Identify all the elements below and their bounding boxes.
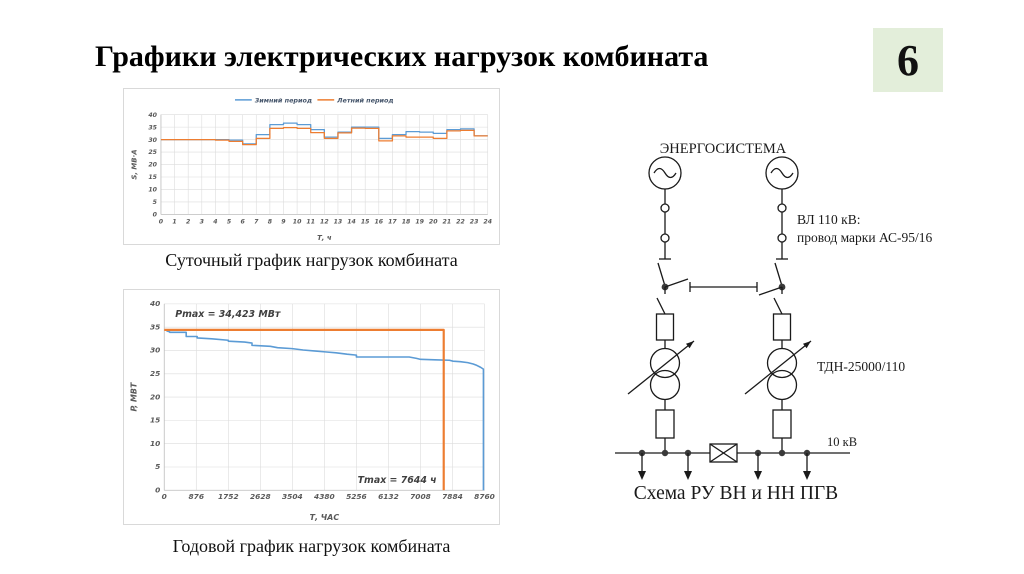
svg-text:Летний период: Летний период	[336, 96, 393, 104]
line-spec-label: провод марки АС-95/16	[797, 230, 933, 245]
svg-text:5: 5	[227, 218, 231, 225]
svg-text:13: 13	[334, 218, 343, 225]
svg-text:12: 12	[320, 218, 329, 225]
svg-text:0: 0	[155, 485, 160, 494]
ac-source-icon	[765, 156, 799, 190]
svg-text:Pmax = 34,423 МВт: Pmax = 34,423 МВт	[175, 309, 281, 320]
page-number-badge: 6	[873, 28, 943, 92]
svg-text:18: 18	[402, 218, 411, 225]
svg-text:40: 40	[148, 112, 157, 119]
svg-text:2: 2	[186, 218, 190, 225]
annual-chart-panel: 0 876 1752 2628 3504 4380 5256 6132 7008 7884 8760…	[123, 289, 500, 525]
svg-text:5: 5	[155, 462, 160, 471]
svg-text:6: 6	[240, 218, 245, 225]
ac-source-icon	[648, 156, 682, 190]
substation-scheme-diagram: ЭНЕРГОСИСТЕМА ВЛ 110 кВ: провод марки АС…	[615, 141, 933, 504]
slide-title: Графики электрических нагрузок комбината	[95, 40, 709, 73]
svg-text:876: 876	[189, 492, 205, 501]
svg-text:14: 14	[347, 218, 356, 225]
svg-text:35: 35	[150, 322, 160, 331]
svg-text:Т, ч: Т, ч	[317, 234, 332, 242]
left-branch	[627, 189, 695, 453]
svg-text:23: 23	[470, 218, 479, 225]
tie-disconnector	[664, 278, 783, 296]
right-branch	[744, 189, 812, 453]
feeder-arrow-icon	[638, 453, 811, 480]
svg-text:8: 8	[268, 218, 273, 225]
bus-voltage-label: 10 кВ	[827, 435, 857, 449]
svg-text:35: 35	[148, 124, 157, 131]
svg-text:19: 19	[415, 218, 424, 225]
svg-text:10: 10	[293, 218, 302, 225]
svg-text:2628: 2628	[250, 492, 271, 501]
energy-system-label: ЭНЕРГОСИСТЕМА	[660, 141, 787, 157]
svg-text:P, МВТ: P, МВТ	[129, 382, 138, 411]
svg-text:25: 25	[148, 149, 157, 156]
svg-text:Т, ЧАС: Т, ЧАС	[310, 513, 340, 522]
svg-text:22: 22	[456, 218, 465, 225]
svg-text:0: 0	[159, 218, 164, 225]
svg-text:Tmax = 7644 ч: Tmax = 7644 ч	[358, 475, 437, 486]
svg-text:1752: 1752	[218, 492, 239, 501]
svg-text:25: 25	[150, 369, 160, 378]
svg-text:Зимний период: Зимний период	[255, 96, 312, 104]
annual-chart-caption: Годовой график нагрузок комбината	[172, 536, 451, 556]
svg-text:0: 0	[153, 212, 158, 219]
svg-text:20: 20	[148, 162, 157, 169]
svg-text:20: 20	[429, 218, 438, 225]
line-voltage-label: ВЛ 110 кВ:	[797, 212, 860, 227]
svg-text:30: 30	[148, 137, 157, 144]
svg-text:24: 24	[483, 218, 492, 225]
svg-text:4: 4	[213, 218, 217, 225]
transformer-type-label: ТДН-25000/110	[817, 359, 905, 374]
svg-text:8760: 8760	[474, 492, 495, 501]
svg-text:17: 17	[388, 218, 397, 225]
svg-text:4380: 4380	[314, 492, 335, 501]
svg-text:1: 1	[172, 218, 176, 225]
svg-text:15: 15	[148, 174, 157, 181]
svg-text:40: 40	[150, 299, 160, 308]
svg-text:7: 7	[254, 218, 259, 225]
circuit-caption: Схема РУ ВН и НН ПГВ	[634, 483, 838, 504]
svg-text:15: 15	[361, 218, 370, 225]
svg-text:7884: 7884	[442, 492, 463, 501]
svg-text:15: 15	[150, 416, 160, 425]
annual-load-chart: 0 876 1752 2628 3504 4380 5256 6132 7008 7884 8760…	[129, 299, 495, 522]
daily-chart-caption: Суточный график нагрузок комбината	[165, 250, 458, 270]
svg-text:9: 9	[281, 218, 286, 225]
svg-text:0: 0	[162, 492, 167, 501]
svg-text:20: 20	[150, 392, 160, 401]
svg-text:3504: 3504	[282, 492, 303, 501]
svg-text:6132: 6132	[378, 492, 399, 501]
svg-text:10: 10	[148, 187, 157, 194]
svg-text:10: 10	[150, 439, 160, 448]
svg-text:5256: 5256	[346, 492, 367, 501]
svg-text:21: 21	[443, 218, 452, 225]
svg-text:30: 30	[150, 346, 160, 355]
svg-text:11: 11	[306, 218, 315, 225]
busbar-10kv	[615, 443, 850, 480]
svg-text:5: 5	[153, 199, 157, 206]
svg-text:16: 16	[374, 218, 383, 225]
svg-text:S, МВ·А: S, МВ·А	[130, 149, 138, 179]
svg-text:3: 3	[200, 218, 204, 225]
svg-text:7008: 7008	[410, 492, 431, 501]
